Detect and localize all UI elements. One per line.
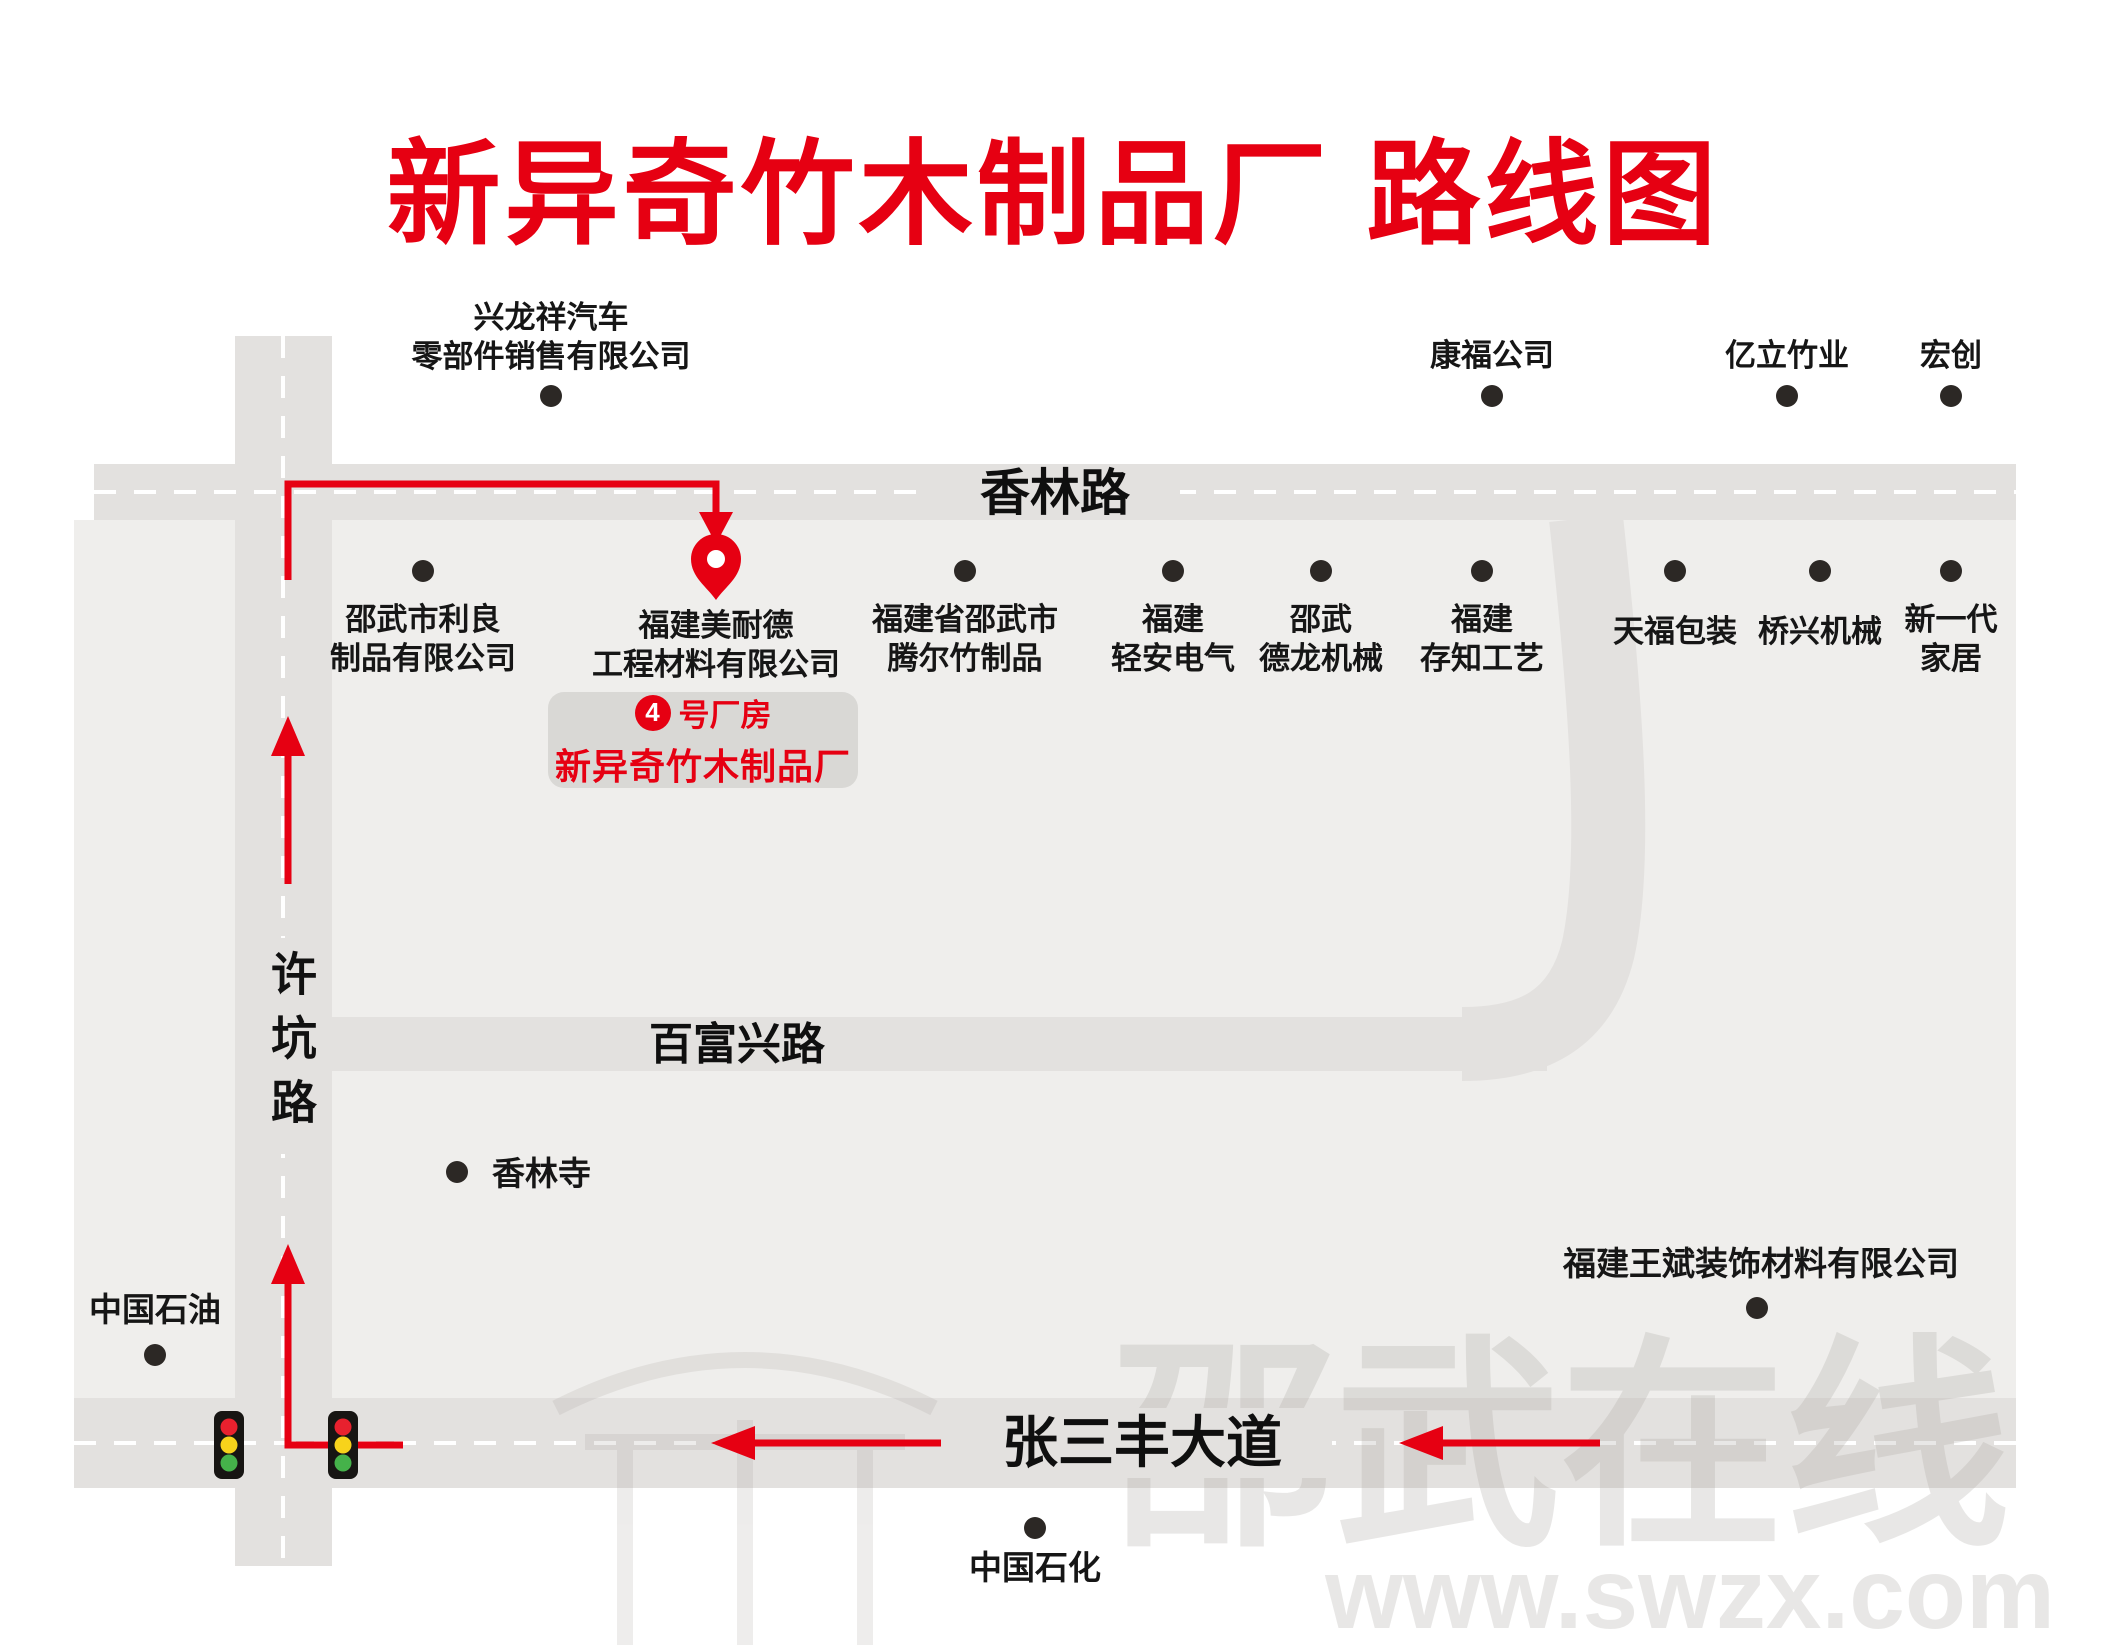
poi-label-qingan: 福建 轻安电气 (1053, 600, 1293, 678)
destination-factory-line: 4 号厂房 (634, 690, 772, 735)
poi-dot-kangfu (1481, 385, 1503, 407)
map-title: 新异奇竹木制品厂 路线图 (386, 132, 1721, 259)
poi-dot-tianfu (1664, 560, 1686, 582)
poi-label-line: 腾尔竹制品 (887, 641, 1043, 676)
arrowhead-left-2 (1399, 1426, 1443, 1460)
arrowhead-left-1 (711, 1426, 755, 1460)
poi-label-line: 邵武市利良 (345, 602, 501, 637)
traffic-light-icon-right (328, 1411, 358, 1479)
poi-label-line: 工程材料有限公司 (592, 647, 840, 682)
route-arrowheads (271, 512, 1443, 1460)
road-baifuxing (332, 1017, 1547, 1071)
poi-dot-cunzhi (1471, 560, 1493, 582)
route-up-segment-2 (284, 1280, 403, 1449)
road-label-baifuxing: 百富兴路 (649, 1020, 825, 1069)
destination-name: 新异奇竹木制品厂 (554, 746, 851, 787)
watermark-url: www.swzx.com (1324, 1538, 2055, 1645)
road-label-xianglin: 香林路 (930, 466, 1180, 520)
poi-label-xinyidai: 新一代 家居 (1831, 600, 2071, 678)
road-label-xukeng: 许坑路 (254, 938, 328, 1154)
poi-label-meinaide: 福建美耐德 工程材料有限公司 (536, 606, 896, 684)
poi-label-tenger: 福建省邵武市 腾尔竹制品 (785, 600, 1145, 678)
poi-label-tianfu: 天福包装 (1613, 614, 1737, 649)
poi-label-xianglinsi: 香林寺 (492, 1155, 591, 1192)
road-curve (1461, 513, 1646, 1081)
arrowhead-up-2 (271, 1244, 305, 1284)
poi-dot-xinyidai (1940, 560, 1962, 582)
poi-label-kangfu: 康福公司 (1430, 338, 1554, 373)
poi-label-line: 制品有限公司 (330, 641, 516, 676)
poi-label-line: 福建省邵武市 (872, 602, 1058, 637)
poi-dot-qiaoxing (1809, 560, 1831, 582)
destination-callout: 4 号厂房 新异奇竹木制品厂 (548, 692, 858, 788)
arrowhead-up-1 (271, 716, 305, 756)
poi-label-yili: 亿立竹业 (1725, 338, 1849, 373)
poi-label-line: 福建 (1451, 602, 1513, 637)
route-to-destination (284, 480, 720, 580)
poi-label-line: 福建 (1142, 602, 1204, 637)
road-label-zhangsanfeng: 张三丰大道 (952, 1408, 1332, 1478)
poi-dot-zhongguoshihua (1024, 1517, 1046, 1539)
poi-dot-zhongguoshiyou (144, 1344, 166, 1366)
poi-dot-xinglongxiang (540, 385, 562, 407)
poi-label-cunzhi: 福建 存知工艺 (1362, 600, 1602, 678)
poi-label-delong: 邵武 德龙机械 (1201, 600, 1441, 678)
poi-dot-tenger (954, 560, 976, 582)
poi-label-line: 新一代 (1904, 602, 1998, 637)
poi-dot-yili (1776, 385, 1798, 407)
arrowhead-down-to-pin (699, 512, 733, 544)
poi-label-line: 德龙机械 (1259, 641, 1383, 676)
poi-dot-qingan (1162, 560, 1184, 582)
poi-dot-wangbin (1746, 1297, 1768, 1319)
poi-label-xinglongxiang: 兴龙祥汽车 零部件销售有限公司 (371, 298, 731, 376)
poi-dot-delong (1310, 560, 1332, 582)
factory-suffix: 号厂房 (678, 698, 772, 733)
poi-label-wangbin: 福建王斌装饰材料有限公司 (1563, 1245, 1959, 1282)
poi-label-hongchuang: 宏创 (1920, 338, 1982, 373)
factory-number-badge: 4 (634, 694, 671, 731)
poi-label-zhongguoshihua: 中国石化 (969, 1549, 1101, 1586)
poi-dot-xianglinsi (446, 1161, 468, 1183)
traffic-light-icon-left (214, 1411, 244, 1479)
poi-label-qiaoxing: 桥兴机械 (1758, 614, 1882, 649)
poi-label-liliang: 邵武市利良 制品有限公司 (243, 600, 603, 678)
destination-pin-icon (691, 534, 741, 600)
poi-label-line: 零部件销售有限公司 (411, 339, 691, 374)
poi-dot-liliang (412, 560, 434, 582)
city-blocks (74, 520, 2016, 1398)
poi-label-line: 存知工艺 (1420, 641, 1544, 676)
poi-label-zhongguoshiyou: 中国石油 (89, 1291, 221, 1328)
route (284, 480, 1600, 1449)
poi-label-line: 福建美耐德 (638, 608, 794, 643)
poi-label-line: 邵武 (1290, 602, 1352, 637)
poi-label-line: 家居 (1920, 641, 1982, 676)
poi-label-line: 兴龙祥汽车 (473, 300, 629, 335)
poi-label-line: 轻安电气 (1111, 641, 1235, 676)
poi-dot-hongchuang (1940, 385, 1962, 407)
